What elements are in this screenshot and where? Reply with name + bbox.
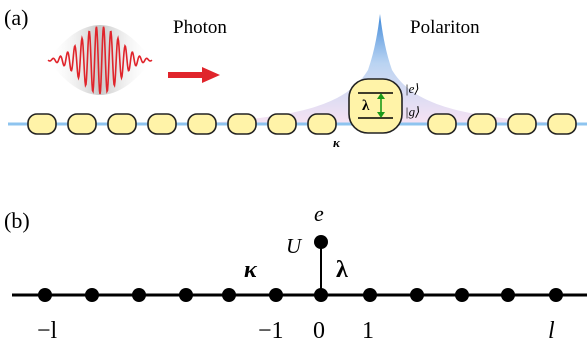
photon-wave — [47, 26, 153, 95]
resonator-12 — [547, 113, 577, 135]
photon-label: Photon — [173, 17, 227, 38]
photon-wavepacket — [47, 25, 153, 95]
lattice-sites — [38, 288, 563, 302]
lattice-site-2 — [85, 288, 99, 302]
panel-b: (b) e U κ λ −l −1 0 1 l — [4, 201, 587, 344]
resonator-5 — [187, 113, 217, 135]
resonator-1 — [27, 113, 57, 135]
polariton-label: Polariton — [410, 17, 480, 38]
site-e-label: e — [314, 201, 324, 226]
ket-e-label: |e⟩ — [405, 81, 419, 96]
coupling-arrow — [377, 93, 385, 118]
resonator-array — [27, 113, 577, 135]
resonator-11 — [507, 113, 537, 135]
resonator-2 — [67, 113, 97, 135]
lattice-site-8 — [363, 288, 377, 302]
photon-envelope — [48, 25, 152, 95]
lattice-site-12 — [549, 288, 563, 302]
ket-g-label: |g⟩ — [405, 104, 420, 119]
resonator-9 — [427, 113, 457, 135]
lattice-site-10 — [455, 288, 469, 302]
kappa-label-a: κ — [333, 135, 341, 150]
resonator-4 — [147, 113, 177, 135]
lattice-site-3 — [132, 288, 146, 302]
panel-a-label: (a) — [4, 5, 28, 30]
tick-label-l: l — [548, 318, 555, 344]
tick-label-1: 1 — [362, 318, 374, 344]
emitter-site — [314, 235, 328, 249]
lambda-label-b: λ — [336, 257, 348, 283]
emitter-atom: λ — [348, 78, 403, 134]
lattice-site-6 — [269, 288, 283, 302]
kappa-label-b: κ — [244, 257, 258, 283]
resonator-10 — [467, 113, 497, 135]
lattice-site-1 — [38, 288, 52, 302]
lambda-label-a: λ — [362, 98, 370, 114]
tick-labels: −l −1 0 1 l — [37, 318, 555, 344]
tick-label-minus-l: −l — [37, 318, 58, 344]
emitter-box — [348, 78, 403, 134]
resonator-3 — [107, 113, 137, 135]
lattice-site-4 — [179, 288, 193, 302]
resonator-7 — [267, 113, 297, 135]
resonator-8 — [307, 113, 337, 135]
tick-label-minus-1: −1 — [258, 318, 284, 344]
propagation-arrow — [168, 67, 220, 83]
polariton-cloud — [190, 14, 575, 124]
lattice-site-11 — [501, 288, 515, 302]
U-label: U — [286, 234, 303, 258]
panel-b-label: (b) — [4, 208, 30, 233]
panel-a: (a) Photon Polariton — [4, 5, 587, 150]
lattice-site-5 — [222, 288, 236, 302]
lattice-site-9 — [410, 288, 424, 302]
tick-label-0: 0 — [313, 318, 325, 344]
resonator-6 — [227, 113, 257, 135]
